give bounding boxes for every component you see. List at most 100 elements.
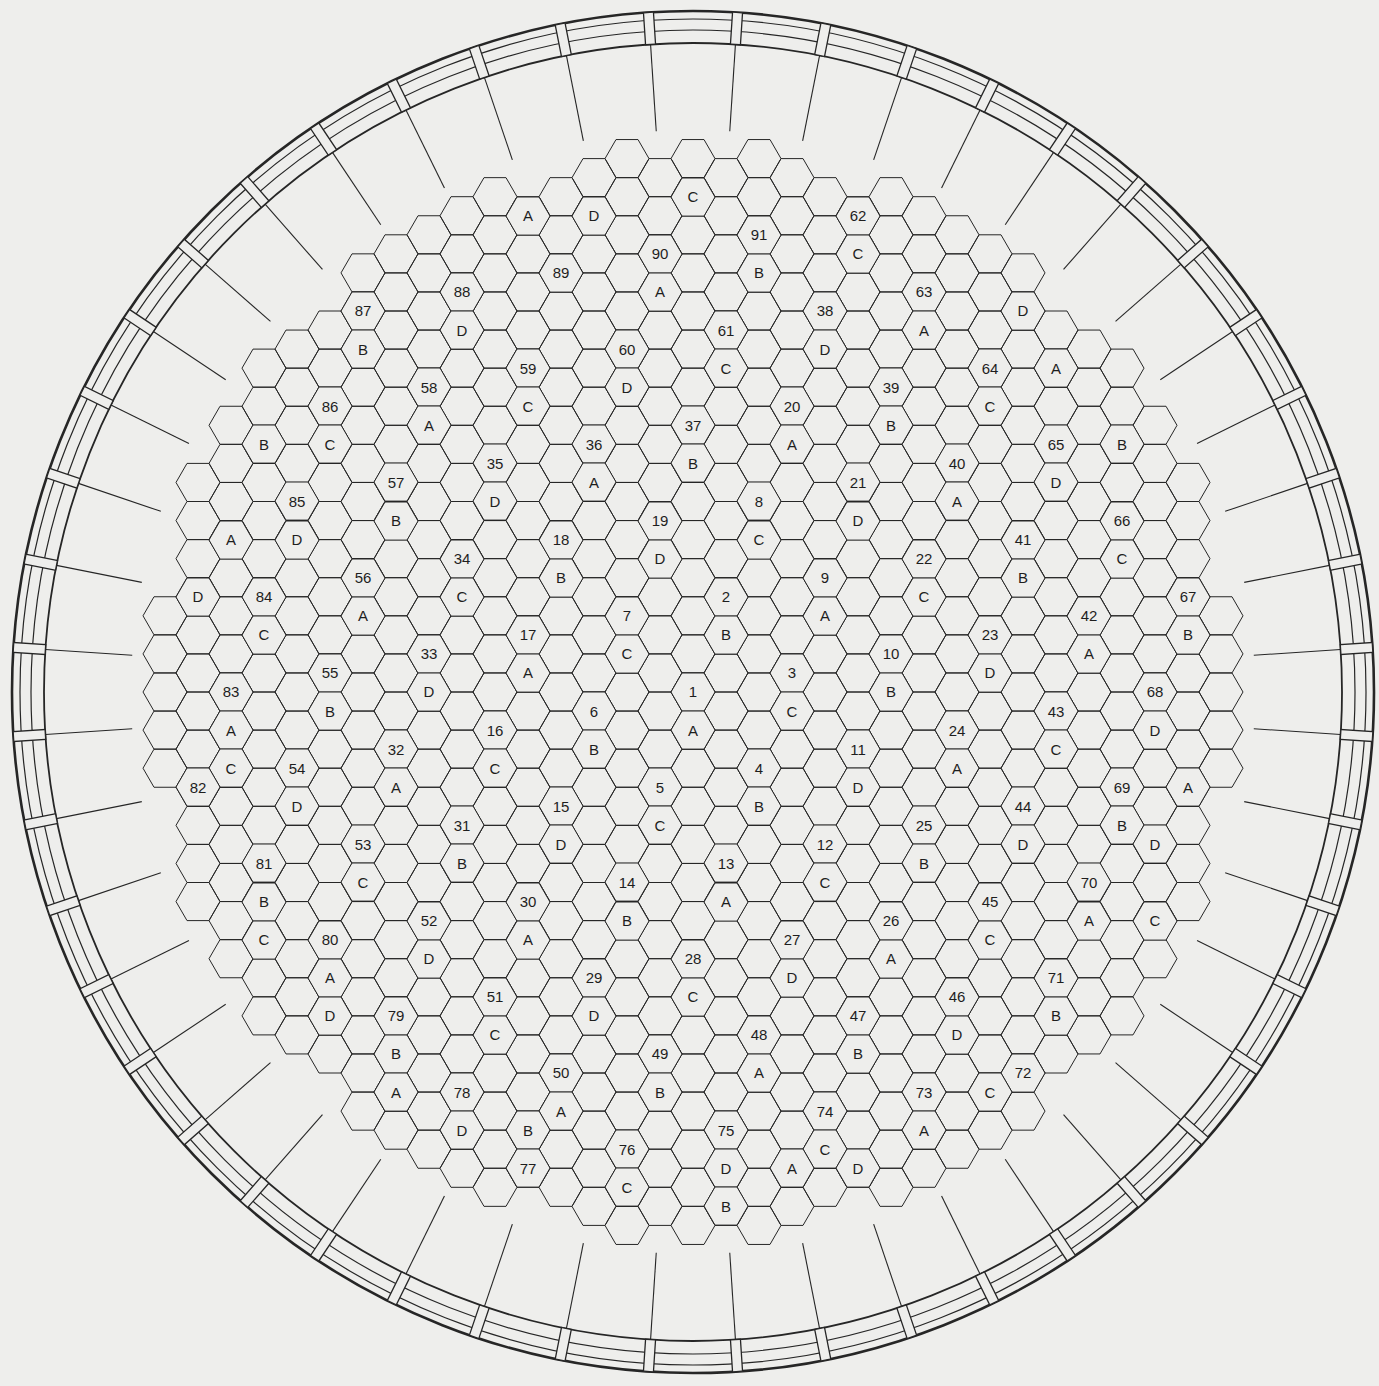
core-cell: 1 bbox=[671, 673, 715, 711]
core-cell: 53 bbox=[341, 825, 385, 863]
key-block bbox=[897, 1305, 917, 1339]
support-line bbox=[332, 1159, 380, 1231]
core-cell: D bbox=[1133, 711, 1177, 749]
hex-shape bbox=[374, 1035, 418, 1073]
hex-shape bbox=[605, 330, 649, 368]
cell-label: D bbox=[440, 1111, 484, 1149]
hex-shape bbox=[770, 654, 814, 692]
cell-label: 55 bbox=[308, 654, 352, 692]
support-line bbox=[153, 1004, 225, 1052]
support-line bbox=[803, 1243, 820, 1328]
core-cell: A bbox=[374, 768, 418, 806]
cell-label: B bbox=[836, 1035, 880, 1073]
cell-label: C bbox=[308, 425, 352, 463]
key-block bbox=[1117, 177, 1146, 208]
cell-label: 89 bbox=[539, 254, 583, 292]
core-cell: A bbox=[209, 711, 253, 749]
hex-shape bbox=[836, 463, 880, 501]
hex-cell bbox=[836, 997, 880, 1035]
vessel-ring bbox=[20, 19, 1366, 1365]
hex-cell bbox=[638, 1073, 682, 1111]
core-cell: 70 bbox=[1067, 863, 1111, 901]
core-cell: A bbox=[506, 654, 550, 692]
cell-label: 31 bbox=[440, 806, 484, 844]
cell-label: 26 bbox=[869, 902, 913, 940]
radial-support bbox=[469, 1223, 517, 1339]
cell-label: 10 bbox=[869, 635, 913, 673]
cell-label: 67 bbox=[1166, 578, 1210, 616]
hex-cell bbox=[440, 540, 484, 578]
hex-cell bbox=[440, 311, 484, 349]
core-cell: D bbox=[275, 787, 319, 825]
cell-label: 53 bbox=[341, 825, 385, 863]
hex-cell bbox=[341, 559, 385, 597]
hex-shape bbox=[1067, 635, 1111, 673]
hex-cell bbox=[1067, 635, 1111, 673]
core-cell: 56 bbox=[341, 559, 385, 597]
core-cell: 23 bbox=[968, 616, 1012, 654]
core-cell: 78 bbox=[440, 1073, 484, 1111]
hex-cell bbox=[275, 787, 319, 825]
key-block bbox=[1178, 239, 1209, 268]
core-cell: C bbox=[1034, 730, 1078, 768]
hex-shape bbox=[440, 806, 484, 844]
support-line bbox=[332, 152, 380, 224]
cell-label: C bbox=[473, 1016, 517, 1054]
core-cell: A bbox=[902, 1111, 946, 1149]
cell-label: D bbox=[440, 311, 484, 349]
core-cell: 88 bbox=[440, 273, 484, 311]
hex-shape bbox=[1001, 825, 1045, 863]
hex-shape bbox=[407, 406, 451, 444]
hex-shape bbox=[605, 368, 649, 406]
cell-label: A bbox=[506, 654, 550, 692]
core-cell: D bbox=[275, 521, 319, 559]
hex-cell bbox=[176, 806, 220, 844]
cell-label: 41 bbox=[1001, 521, 1045, 559]
cell-label: 35 bbox=[473, 444, 517, 482]
support-line bbox=[265, 204, 322, 269]
cell-label: 51 bbox=[473, 978, 517, 1016]
cell-label: D bbox=[1133, 825, 1177, 863]
hex-cell bbox=[506, 387, 550, 425]
cell-label: C bbox=[1100, 540, 1144, 578]
support-line bbox=[1197, 941, 1275, 979]
cell-label: 75 bbox=[704, 1111, 748, 1149]
hex-cell bbox=[638, 768, 682, 806]
cell-label: B bbox=[242, 425, 286, 463]
key-block bbox=[13, 729, 46, 741]
support-line bbox=[1197, 405, 1275, 443]
support-line bbox=[265, 1115, 322, 1180]
hex-shape bbox=[803, 330, 847, 368]
hex-cell bbox=[737, 1016, 781, 1054]
cell-label: 91 bbox=[737, 216, 781, 254]
hex-cell bbox=[1034, 730, 1078, 768]
core-cell: 36 bbox=[572, 425, 616, 463]
hex-cell bbox=[473, 711, 517, 749]
hex-shape bbox=[473, 749, 517, 787]
cell-label: 19 bbox=[638, 502, 682, 540]
hex-shape bbox=[308, 387, 352, 425]
core-cell: 2 bbox=[704, 578, 748, 616]
hex-shape bbox=[869, 673, 913, 711]
hex-cell bbox=[902, 1073, 946, 1111]
hex-shape bbox=[770, 1149, 814, 1187]
hex-cell bbox=[308, 387, 352, 425]
hex-cell bbox=[440, 1111, 484, 1149]
hex-cell bbox=[176, 883, 220, 921]
hex-shape bbox=[770, 921, 814, 959]
core-cell: 42 bbox=[1067, 597, 1111, 635]
hex-shape bbox=[605, 863, 649, 901]
radial-support bbox=[178, 239, 274, 325]
cell-label: D bbox=[308, 997, 352, 1035]
core-cell: 32 bbox=[374, 730, 418, 768]
hex-cell bbox=[539, 1054, 583, 1092]
core-cell: B bbox=[902, 844, 946, 882]
support-line bbox=[205, 1063, 270, 1120]
cell-label: 52 bbox=[407, 902, 451, 940]
cell-label: A bbox=[572, 463, 616, 501]
cell-label: C bbox=[836, 235, 880, 273]
core-cell: 7 bbox=[605, 597, 649, 635]
hex-shape bbox=[968, 349, 1012, 387]
core-cell: D bbox=[176, 578, 220, 616]
cell-label: 27 bbox=[770, 921, 814, 959]
